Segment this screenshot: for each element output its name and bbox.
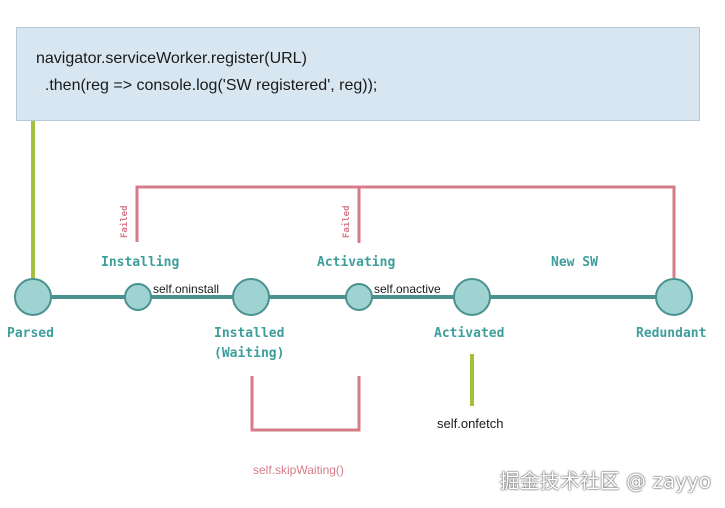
node-activating — [345, 283, 373, 311]
node-activated — [453, 278, 491, 316]
skip-waiting-bracket — [250, 376, 361, 432]
event-oninstall-label: self.oninstall — [153, 282, 220, 296]
event-onfetch-label: self.onfetch — [437, 416, 504, 431]
node-redundant — [655, 278, 693, 316]
event-skip-waiting-label: self.skipWaiting() — [253, 463, 344, 477]
state-parsed-label: Parsed — [7, 326, 54, 341]
code-box: navigator.serviceWorker.register(URL) .t… — [16, 27, 700, 121]
node-installing — [124, 283, 152, 311]
event-onactive-label: self.onactive — [374, 282, 441, 296]
watermark: 掘金技术社区 @ zayyo — [499, 469, 711, 493]
failed-loop — [135, 185, 676, 278]
state-redundant-label: Redundant — [636, 326, 707, 341]
node-installed — [232, 278, 270, 316]
code-line-1: navigator.serviceWorker.register(URL) — [36, 50, 307, 67]
state-activated-label: Activated — [434, 326, 505, 341]
state-installing-label: Installing — [101, 255, 180, 270]
state-activating-label: Activating — [317, 255, 396, 270]
failed-installing-label: Failed — [120, 205, 130, 238]
code-line-2: .then(reg => console.log('SW registered'… — [36, 77, 378, 94]
node-parsed — [14, 278, 52, 316]
state-new-sw-label: New SW — [551, 255, 598, 270]
state-waiting-label: (Waiting) — [214, 346, 285, 361]
state-installed-label: Installed — [214, 326, 285, 341]
failed-activating-label: Failed — [342, 205, 352, 238]
